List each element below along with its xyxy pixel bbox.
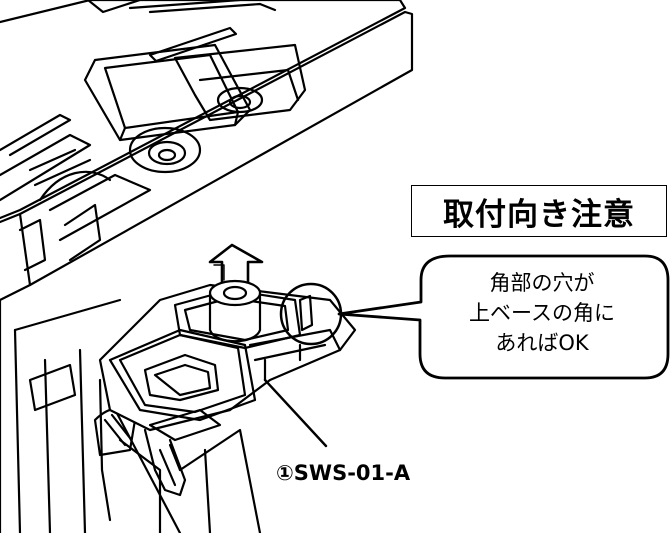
lower-housing (0, 298, 262, 533)
part-label: ①SWS-01-A (276, 461, 411, 485)
callout-line: 角部の穴が (489, 271, 595, 295)
callout-line: あればOK (495, 331, 589, 355)
direction-arrow (208, 243, 264, 287)
title-text: 取付向き注意 (443, 196, 635, 233)
callout-line: 上ベースの角に (469, 301, 615, 325)
title-box: 取付向き注意 (411, 185, 667, 237)
leader-line (263, 378, 328, 448)
callout-text: 角部の穴が 上ベースの角に あればOK (418, 268, 666, 358)
switch-part (98, 279, 357, 497)
callout-bubble (337, 254, 670, 380)
upper-base (0, 0, 414, 302)
